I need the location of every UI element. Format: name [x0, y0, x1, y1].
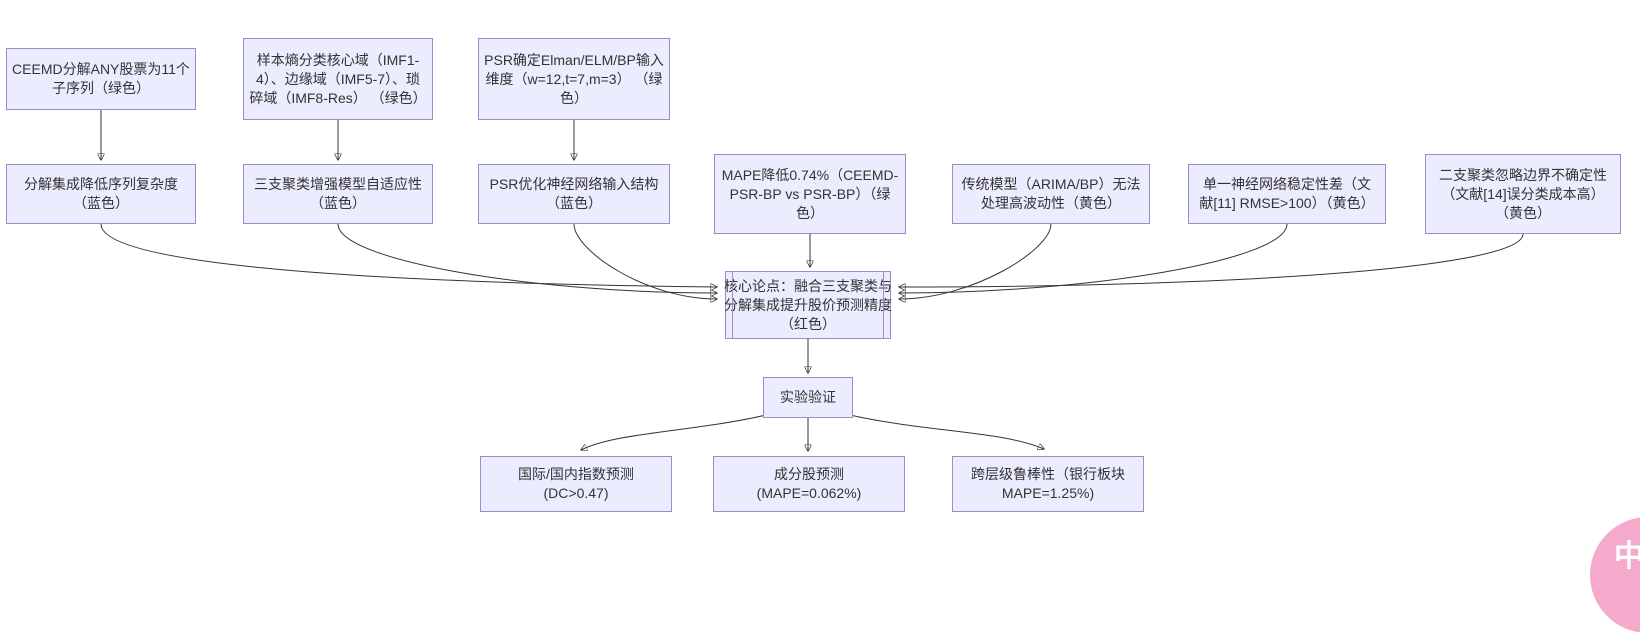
node-line: 成分股预测 [774, 466, 844, 482]
edge-singlenn-to-core [899, 223, 1288, 293]
edge-psropt-to-core [573, 223, 717, 299]
node-psr-input-dimension: PSR确定Elman/ELM/BP输入 维度（w=12,t=7,m=3） （绿 … [478, 38, 670, 120]
node-line: 跨层级鲁棒性（银行板块 [971, 466, 1125, 482]
node-three-way-clustering: 三支聚类增强模型自适应性 （蓝色） [243, 164, 433, 224]
edge-validation-to-robust [849, 414, 1044, 449]
node-ceemd-decomposition: CEEMD分解ANY股票为11个 子序列（绿色） [6, 48, 196, 110]
node-experimental-validation: 实验验证 [763, 377, 853, 418]
edge-traditional-to-core [899, 223, 1052, 299]
node-line: （红色） [780, 315, 836, 332]
node-line: PSR优化神经网络输入结构 [489, 176, 659, 192]
node-index-prediction: 国际/国内指数预测 (DC>0.47) [480, 456, 672, 512]
node-line: PSR-BP vs PSR-BP）（绿 [729, 185, 891, 202]
node-psr-optimization: PSR优化神经网络输入结构 （蓝色） [478, 164, 670, 224]
node-line: 4）、边缘域（IMF5-7）、琐 [255, 70, 421, 87]
node-line: 实验验证 [780, 389, 836, 405]
node-line: （蓝色） [310, 195, 366, 211]
node-core-thesis: 核心论点：融合三支聚类与 分解集成提升股价预测精度 （红色） [724, 271, 892, 339]
edge-threeway-to-core [337, 223, 717, 293]
node-line: 二支聚类忽略边界不确定性 [1439, 166, 1607, 183]
node-two-way-clustering-limit: 二支聚类忽略边界不确定性 （文献[14]误分类成本高） （黄色） [1425, 154, 1621, 234]
node-mape-reduction: MAPE降低0.74%（CEEMD- PSR-BP vs PSR-BP）（绿 色… [714, 154, 906, 234]
node-line: （黄色） [1495, 204, 1551, 221]
node-cross-level-robustness: 跨层级鲁棒性（银行板块 MAPE=1.25%) [952, 456, 1144, 512]
node-line: (DC>0.47) [543, 485, 609, 501]
node-line: MAPE=1.25%) [1001, 485, 1095, 501]
node-line: 色） [560, 89, 588, 106]
node-single-nn-instability: 单一神经网络稳定性差（文 献[11] RMSE>100）（黄色） [1188, 164, 1386, 224]
node-line: （蓝色） [73, 195, 129, 211]
node-decomposition-ensemble: 分解集成降低序列复杂度 （蓝色） [6, 164, 196, 224]
node-line: CEEMD分解ANY股票为11个 [12, 61, 190, 77]
node-line: （文献[14]误分类成本高） [1441, 185, 1605, 202]
node-line: MAPE降低0.74%（CEEMD- [721, 166, 899, 183]
node-sample-entropy-domains: 样本熵分类核心域（IMF1- 4）、边缘域（IMF5-7）、琐 碎域（IMF8-… [243, 38, 433, 120]
node-line: 维度（w=12,t=7,m=3） （绿 [485, 70, 663, 87]
translate-icon: 中A [1614, 540, 1640, 573]
node-line: 国际/国内指数预测 [518, 466, 634, 482]
translate-button[interactable]: 中A [1590, 517, 1640, 633]
node-line: 碎域（IMF8-Res） （绿色） [249, 89, 427, 106]
edge-twoway-to-core [899, 233, 1524, 287]
node-line: 单一神经网络稳定性差（文 [1203, 176, 1371, 192]
node-line: 分解集成降低序列复杂度 [24, 176, 178, 192]
node-component-stock-prediction: 成分股预测 (MAPE=0.062%) [713, 456, 905, 512]
flowchart-canvas: { "diagram": { "nodes": [ {"id": "ceemd-… [6, 38, 1640, 633]
node-line: 色） [796, 204, 824, 221]
edge-decomp-to-core [100, 223, 717, 287]
node-line: PSR确定Elman/ELM/BP输入 [484, 51, 664, 68]
node-line: 处理高波动性（黄色） [981, 195, 1121, 211]
node-line: 传统模型（ARIMA/BP）无法 [961, 176, 1141, 192]
node-traditional-models: 传统模型（ARIMA/BP）无法 处理高波动性（黄色） [952, 164, 1150, 224]
node-line: (MAPE=0.062%) [756, 485, 862, 501]
node-line: 分解集成提升股价预测精度 [724, 296, 892, 313]
node-line: 样本熵分类核心域（IMF1- [256, 51, 420, 68]
node-line: 三支聚类增强模型自适应性 [254, 176, 422, 192]
node-line: 核心论点：融合三支聚类与 [724, 277, 892, 294]
edge-validation-to-index [581, 414, 767, 450]
node-line: （蓝色） [546, 195, 602, 211]
node-line: 子序列（绿色） [52, 80, 150, 96]
node-line: 献[11] RMSE>100）（黄色） [1199, 195, 1375, 211]
